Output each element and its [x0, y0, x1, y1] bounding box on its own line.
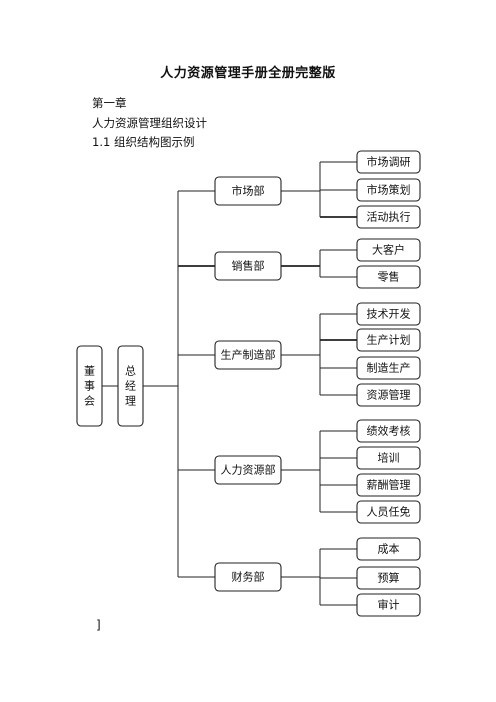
svg-text:大客户: 大客户	[372, 243, 405, 257]
general-manager-box: 总经理	[117, 345, 144, 427]
board-box: 董事会	[76, 345, 103, 427]
svg-text:生产制造部: 生产制造部	[221, 348, 276, 362]
svg-text:销售部: 销售部	[232, 259, 265, 273]
svg-text:总: 总	[125, 364, 136, 378]
section-heading: 人力资源管理组织设计	[92, 116, 207, 130]
svg-text:薪酬管理: 薪酬管理	[367, 478, 411, 492]
sub-unit-box: 成本	[356, 537, 421, 561]
department-box: 人力资源部	[214, 455, 282, 485]
document-title: 人力资源管理手册全册完整版	[160, 66, 336, 81]
sub-unit-box: 预算	[356, 566, 421, 590]
svg-text:董: 董	[84, 365, 95, 378]
sub-unit-box: 生产计划	[356, 328, 421, 352]
department-box: 销售部	[214, 251, 282, 281]
svg-text:活动执行: 活动执行	[367, 210, 411, 224]
svg-text:预算: 预算	[378, 571, 400, 585]
department-box: 财务部	[214, 562, 282, 592]
svg-text:财务部: 财务部	[232, 570, 265, 584]
svg-text:审计: 审计	[378, 598, 400, 612]
department-box: 市场部	[214, 176, 282, 206]
sub-unit-box: 人员任免	[356, 500, 421, 524]
subsection-heading: 1.1 组织结构图示例	[92, 135, 195, 149]
svg-text:制造生产: 制造生产	[367, 361, 411, 375]
sub-unit-box: 市场策划	[356, 178, 421, 202]
sub-unit-box: 薪酬管理	[356, 473, 421, 497]
svg-text:会: 会	[84, 395, 95, 408]
svg-text:零售: 零售	[378, 270, 400, 284]
svg-text:市场调研: 市场调研	[367, 155, 411, 169]
sub-unit-box: 市场调研	[356, 150, 421, 174]
sub-unit-box: 活动执行	[356, 205, 421, 229]
svg-text:人力资源部: 人力资源部	[221, 463, 276, 477]
trailing-bracket: ]	[96, 618, 101, 632]
svg-text:生产计划: 生产计划	[367, 333, 411, 347]
svg-text:市场部: 市场部	[232, 184, 265, 198]
svg-text:经: 经	[125, 380, 136, 393]
sub-unit-box: 技术开发	[356, 302, 421, 326]
svg-text:成本: 成本	[378, 542, 400, 556]
svg-text:技术开发: 技术开发	[367, 307, 411, 321]
svg-text:理: 理	[125, 395, 136, 408]
sub-unit-box: 大客户	[356, 238, 421, 262]
chapter-heading: 第一章	[92, 96, 127, 110]
svg-text:绩效考核: 绩效考核	[367, 424, 411, 438]
svg-text:人员任免: 人员任免	[367, 505, 411, 519]
sub-unit-box: 绩效考核	[356, 419, 421, 443]
sub-unit-box: 培训	[356, 446, 421, 470]
svg-text:市场策划: 市场策划	[367, 183, 411, 197]
sub-unit-box: 制造生产	[356, 356, 421, 380]
sub-unit-box: 零售	[356, 265, 421, 289]
svg-text:培训: 培训	[378, 451, 400, 465]
svg-text:事: 事	[84, 380, 95, 393]
sub-unit-box: 审计	[356, 593, 421, 617]
department-box: 生产制造部	[214, 340, 282, 370]
sub-unit-box: 资源管理	[356, 383, 421, 407]
svg-text:资源管理: 资源管理	[367, 388, 411, 402]
